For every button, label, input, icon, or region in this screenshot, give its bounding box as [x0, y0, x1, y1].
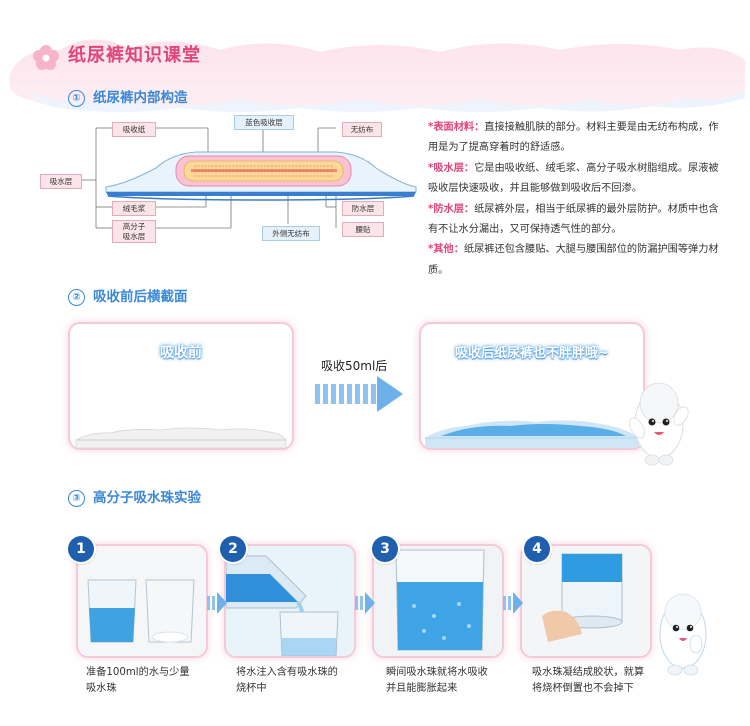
- step1-card: [78, 546, 206, 656]
- beakers-image: [78, 546, 206, 656]
- flower-icon: [33, 45, 59, 70]
- section3-title: 高分子吸水珠实验: [93, 490, 201, 506]
- section1-heading: ① 纸尿裤内部构造: [68, 86, 188, 107]
- step1-caption: 准备100ml的水与少量吸水珠: [86, 667, 190, 694]
- label-nonwoven: 无纺布: [342, 122, 382, 137]
- step2-caption: 将水注入含有吸水珠的烧杯中: [236, 667, 338, 694]
- swelling-image: [374, 546, 502, 656]
- mascot-character: [629, 382, 689, 466]
- label-outer-nonwoven: 外侧无纺布: [262, 226, 320, 241]
- step1-number: 1: [68, 536, 94, 562]
- step4-caption: 吸水珠凝结成胶状，就算将烧杯倒置也不会掉下: [532, 667, 645, 694]
- section3-heading: ③ 高分子吸水珠实验: [68, 486, 201, 507]
- step3-card: [374, 546, 502, 656]
- mascot-character-thinking: [659, 593, 707, 676]
- label-blue-absorb-layer: 蓝色吸收层: [234, 115, 294, 130]
- section1-number: ①: [68, 90, 85, 107]
- after-absorb-card: 吸收后纸尿裤也不胖胖哦~: [421, 324, 643, 448]
- step3-caption: 瞬间吸水珠就将水吸收并且能膨胀起来: [386, 667, 488, 694]
- arrow-label: 吸收50ml后: [321, 359, 388, 373]
- section2-title: 吸收前后横截面: [93, 289, 188, 305]
- desc-other: *其他：纸尿裤还包含腰贴、大腿与腰围部位的防漏护围等弹力材质。: [428, 244, 719, 276]
- step4-number: 4: [524, 536, 550, 562]
- label-absorb-layer: 吸水层: [40, 174, 82, 189]
- dry-cross-section: [75, 427, 287, 448]
- step-arrow-icon: [503, 592, 523, 614]
- step3-number: 3: [372, 536, 398, 562]
- page-title: 纸尿裤知识课堂: [68, 45, 201, 66]
- right-arrow-icon: [315, 376, 403, 412]
- structure-descriptions: *表面材料：直接接触肌肤的部分。材料主要是由无纺布构成，作用是为了提高穿着时的舒…: [428, 118, 728, 281]
- section2-number: ②: [68, 289, 85, 306]
- desc-leakproof: *防水层：纸尿裤外层，相当于纸尿裤的最外层防护。材质中也含有不让水分漏出，又可保…: [428, 203, 719, 236]
- desc-absorb: *吸水层：它是由吸收纸、绒毛浆、高分子吸水树脂组成。尿液被吸收层快速吸收，并且能…: [428, 162, 719, 195]
- header-cloud-banner: [9, 39, 745, 112]
- label-leakproof-layer: 防水层: [342, 201, 384, 216]
- desc-surface: *表面材料：直接接触肌肤的部分。材料主要是由无纺布构成，作用是为了提高穿着时的舒…: [428, 122, 719, 154]
- step-arrow-icon: [355, 592, 375, 614]
- label-fluff-pulp: 绒毛浆: [112, 201, 156, 216]
- after-caption: 吸收后纸尿裤也不胖胖哦~: [455, 346, 609, 361]
- before-caption: 吸收前: [160, 345, 202, 361]
- before-absorb-card: 吸收前: [70, 324, 292, 448]
- step2-number: 2: [220, 536, 246, 562]
- diaper-structure-diagram: [81, 127, 417, 229]
- label-sap-layer: 高分子 吸水层: [112, 220, 156, 243]
- wet-cross-section: [425, 420, 639, 448]
- inverted-beaker-image: [522, 546, 650, 656]
- step2-card: [226, 546, 354, 656]
- section3-number: ③: [68, 490, 85, 507]
- label-sap-line2: 吸水层: [122, 231, 146, 241]
- pouring-image: [226, 546, 354, 656]
- section2-heading: ② 吸收前后横截面: [68, 285, 188, 306]
- label-sap-line1: 高分子: [122, 222, 146, 231]
- label-waist-tab: 腰贴: [342, 222, 384, 237]
- section1-title: 纸尿裤内部构造: [93, 90, 188, 106]
- step-arrow-icon: [207, 592, 227, 614]
- label-absorb-paper: 吸收纸: [112, 122, 156, 137]
- step4-card: [522, 546, 650, 656]
